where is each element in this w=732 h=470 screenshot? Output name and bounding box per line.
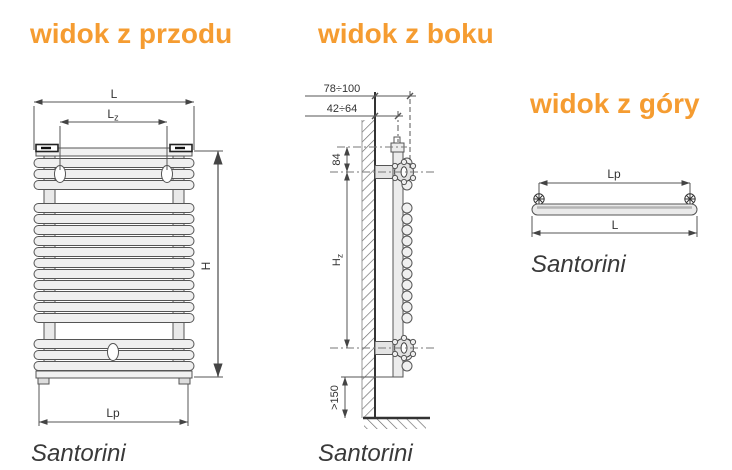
side-view-model-label: Santorini <box>318 440 413 467</box>
dimension-height-H <box>194 150 223 378</box>
tube-group-bottom <box>33 339 195 371</box>
valve-knob-left <box>533 193 545 205</box>
dimension-wall-to-front <box>305 91 416 170</box>
valve-knob-right <box>684 193 696 205</box>
dim-label-42-64: 42÷64 <box>327 103 358 115</box>
front-view-model-label: Santorini <box>31 440 126 467</box>
side-view-drawing: 78÷100 42÷64 84 Hz >150 <box>305 83 435 429</box>
wall-section <box>361 92 376 418</box>
valve-bottom <box>391 334 417 362</box>
dimension-width-L-top <box>531 216 698 237</box>
side-view-title: widok z boku <box>318 18 494 49</box>
dim-label-Lz: Lz <box>107 107 119 123</box>
dim-label-L-top: L <box>612 218 619 232</box>
wall-hatching <box>362 120 375 418</box>
foot-left <box>37 377 50 385</box>
dim-label-78-100: 78÷100 <box>324 83 361 95</box>
radiator-top-bar <box>531 203 698 216</box>
dim-label-Lp-top: Lp <box>607 167 621 181</box>
connection-port-bottom <box>107 343 119 361</box>
top-view-title: widok z góry <box>530 88 700 119</box>
dimension-wall-to-axis <box>305 111 403 142</box>
mounting-clip-right <box>169 143 193 153</box>
dim-label-Hz: Hz <box>331 254 345 266</box>
radiator-side-profile <box>374 136 417 378</box>
tube-group-top <box>33 158 195 190</box>
dim-label-84: 84 <box>331 153 343 165</box>
dimension-connection-Lz <box>59 119 168 170</box>
top-view-model-label: Santorini <box>531 251 626 278</box>
dimension-mount-Lp <box>38 384 189 426</box>
dimension-floor-clearance <box>341 376 393 418</box>
mounting-clip-left <box>35 143 59 153</box>
top-view-drawing: Lp L <box>531 167 698 237</box>
dim-label-Lp: Lp <box>106 406 120 420</box>
tube-group-middle <box>33 203 195 323</box>
front-view-drawing: L Lz H Lp <box>33 87 223 426</box>
radiator-front <box>33 143 195 385</box>
dim-label-H: H <box>199 262 213 271</box>
dimension-mount-Lp-top <box>538 180 691 194</box>
front-view-title: widok z przodu <box>30 18 233 49</box>
floor-hatching <box>364 418 426 429</box>
dimension-width-L <box>33 99 195 150</box>
dim-label-L: L <box>111 87 118 101</box>
dim-label-150: >150 <box>329 385 341 410</box>
foot-right <box>178 377 191 385</box>
floor-section <box>363 416 430 429</box>
